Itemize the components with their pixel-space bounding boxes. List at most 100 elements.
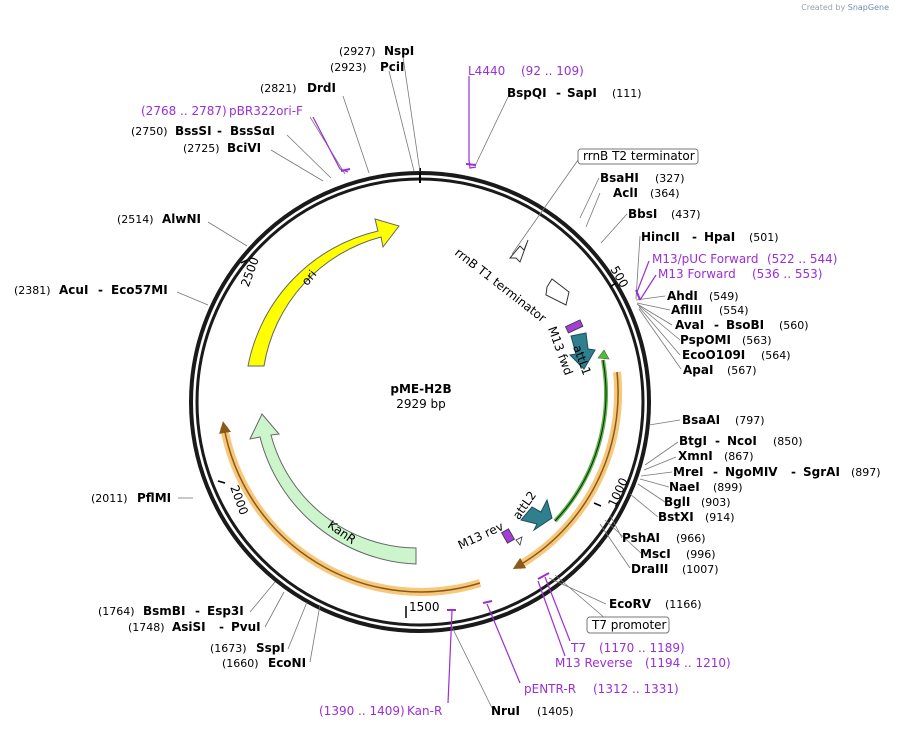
svg-text:PshAI: PshAI	[622, 531, 660, 545]
h2b-orf-arrow-head	[597, 349, 610, 360]
kanr-feature-arrow[interactable]	[249, 413, 417, 565]
m13-fwd-feature[interactable]	[564, 319, 584, 334]
svg-text:-: -	[692, 230, 697, 244]
svg-text:pBR322ori-F: pBR322ori-F	[229, 104, 303, 118]
svg-text:PciI: PciI	[380, 60, 405, 74]
h2b-orf-green-inner	[554, 359, 607, 522]
svg-text:AsiSI: AsiSI	[172, 620, 206, 634]
enzyme-AsiSI[interactable]: (1748) AsiSI - PvuI	[128, 620, 261, 634]
enzyme-NruI[interactable]: NruI (1405)	[491, 704, 574, 718]
svg-text:pENTR-R: pENTR-R	[524, 682, 576, 696]
tick-mark-2500	[240, 259, 248, 264]
svg-text:(2011): (2011)	[91, 492, 128, 505]
rrnb-t2-terminator-box[interactable]: rrnB T2 terminator	[577, 148, 699, 165]
svg-text:-: -	[713, 465, 718, 479]
enzyme-BssSI[interactable]: (2750) BssSI - BssSαI	[131, 124, 275, 138]
enzyme-BsaAI[interactable]: BsaAI (797)	[682, 413, 765, 427]
svg-text:(2821): (2821)	[260, 82, 297, 95]
h2b-orf-green-arc[interactable]	[553, 359, 608, 523]
enzyme-DrdI[interactable]: (2821) DrdI	[260, 81, 336, 95]
enzyme-BglI[interactable]: BglI (903)	[664, 495, 731, 509]
enzyme-AlwNI[interactable]: (2514) AlwNI	[117, 212, 201, 226]
enzyme-PspOMI[interactable]: PspOMI (563)	[680, 333, 772, 347]
enzyme-XmnI[interactable]: XmnI (867)	[678, 449, 754, 463]
svg-text:AvaI: AvaI	[675, 318, 704, 332]
svg-text:SgrAI: SgrAI	[803, 465, 840, 479]
enzyme-AflIII[interactable]: AflIII (554)	[671, 303, 749, 317]
enzyme-HincII[interactable]: HincII - HpaI (501)	[641, 230, 779, 244]
svg-text:(1312 .. 1331): (1312 .. 1331)	[593, 682, 679, 696]
enzyme-SspI[interactable]: (1673) SspI	[210, 641, 285, 655]
attl1-feature-arrow[interactable]	[568, 332, 596, 370]
enzyme-BstXI[interactable]: BstXI (914)	[658, 510, 735, 524]
svg-text:(536 .. 553): (536 .. 553)	[752, 267, 822, 281]
svg-text:(564): (564)	[761, 349, 791, 362]
svg-text:(1764): (1764)	[98, 605, 135, 618]
credit-prefix: Created by	[801, 3, 846, 12]
svg-text:(2927): (2927)	[339, 45, 376, 58]
svg-text:M13/pUC Forward: M13/pUC Forward	[652, 252, 759, 266]
svg-text:L4440: L4440	[468, 64, 505, 78]
attl2-feature-arrow[interactable]	[520, 498, 553, 532]
svg-text:(560): (560)	[779, 319, 809, 332]
svg-text:DraIII: DraIII	[631, 562, 668, 576]
enzyme-MscI[interactable]: MscI (996)	[640, 547, 716, 561]
enzyme-AvaI[interactable]: AvaI - BsoBI (560)	[675, 318, 809, 332]
enzyme-ApaI[interactable]: ApaI (567)	[683, 363, 757, 377]
enzyme-EcoRV[interactable]: EcoRV (1166)	[609, 597, 702, 611]
enzyme-NspI[interactable]: (2927) NspI	[339, 44, 414, 58]
enzyme-BciVI[interactable]: (2725) BciVI	[183, 141, 261, 155]
enzyme-EcoNI[interactable]: (1660) EcoNI	[222, 656, 306, 670]
primer-L4440[interactable]: L4440 (92 .. 109)	[468, 64, 584, 78]
svg-text:-: -	[556, 86, 561, 100]
primer-pENTR-R[interactable]: pENTR-R (1312 .. 1331)	[524, 682, 679, 696]
enzyme-DraIII[interactable]: DraIII (1007)	[631, 562, 719, 576]
svg-text:(899): (899)	[713, 481, 743, 494]
enzyme-PciI[interactable]: (2923) PciI	[330, 60, 405, 74]
primer-T7[interactable]: T7 (1170 .. 1189)	[570, 641, 685, 655]
enzyme-BsaHI[interactable]: BsaHI (327)	[600, 171, 685, 185]
m13-fwd-label: M13 fwd	[545, 324, 576, 377]
svg-text:BglI: BglI	[664, 495, 690, 509]
orf-arrow-left[interactable]	[219, 421, 481, 593]
primer-M13-Reverse[interactable]: M13 Reverse (1194 .. 1210)	[555, 656, 731, 670]
rrnb-t2-terminator-glyph[interactable]	[508, 239, 529, 263]
svg-text:(2923): (2923)	[330, 61, 367, 74]
enzyme-NaeI[interactable]: NaeI (899)	[669, 480, 743, 494]
enzyme-AcuI[interactable]: (2381) AcuI - Eco57MI	[14, 283, 168, 297]
svg-text:NspI: NspI	[384, 44, 414, 58]
enzyme-BsmBI[interactable]: (1764) BsmBI - Esp3I	[98, 604, 244, 618]
svg-text:(996): (996)	[686, 548, 716, 561]
enzyme-BbsI[interactable]: BbsI (437)	[628, 207, 701, 221]
enzyme-PflMI[interactable]: (2011) PflMI	[91, 491, 171, 505]
enzyme-BspQI[interactable]: BspQI - SapI (111)	[507, 86, 642, 100]
t7-promoter-box[interactable]: T7 promoter	[586, 616, 670, 634]
svg-text:BbsI: BbsI	[628, 207, 657, 221]
svg-text:(1194 .. 1210): (1194 .. 1210)	[645, 656, 731, 670]
svg-text:SapI: SapI	[567, 86, 597, 100]
enzyme-AhdI[interactable]: AhdI (549)	[667, 289, 739, 303]
svg-text:-: -	[714, 318, 719, 332]
primer-pBR322ori-F[interactable]: (2768 .. 2787) pBR322ori-F	[141, 104, 303, 118]
plasmid-length: 2929 bp	[396, 397, 446, 411]
enzyme-PshAI[interactable]: PshAI (966)	[622, 531, 706, 545]
svg-text:(914): (914)	[705, 511, 735, 524]
svg-text:(364): (364)	[650, 187, 680, 200]
primer-Kan-R[interactable]: (1390 .. 1409) Kan-R	[319, 704, 442, 718]
enzyme-AclI[interactable]: AclI (364)	[613, 186, 680, 200]
enzyme-MreI[interactable]: MreI - NgoMIV - SgrAI (897)	[673, 465, 881, 479]
rrnb-t1-terminator-glyph[interactable]	[545, 278, 570, 306]
enzyme-BtgI[interactable]: BtgI - NcoI (850)	[679, 434, 803, 448]
primer-M13-Forward[interactable]: M13 Forward (536 .. 553)	[658, 267, 822, 281]
svg-text:MreI: MreI	[673, 465, 703, 479]
primer-M13-pUC-Forward[interactable]: M13/pUC Forward (522 .. 544)	[652, 252, 837, 266]
svg-text:(1166): (1166)	[665, 598, 702, 611]
snapgene-credit: Created by SnapGene	[801, 3, 889, 12]
orf-arrow-right[interactable]	[512, 371, 619, 570]
svg-text:(1660): (1660)	[222, 657, 259, 670]
ori-feature-arrow[interactable]	[247, 218, 400, 367]
svg-text:(966): (966)	[676, 532, 706, 545]
svg-text:M13 Forward: M13 Forward	[658, 267, 736, 281]
m13-rev-feature[interactable]	[500, 528, 516, 544]
enzyme-EcoO109I[interactable]: EcoO109I (564)	[682, 348, 791, 362]
